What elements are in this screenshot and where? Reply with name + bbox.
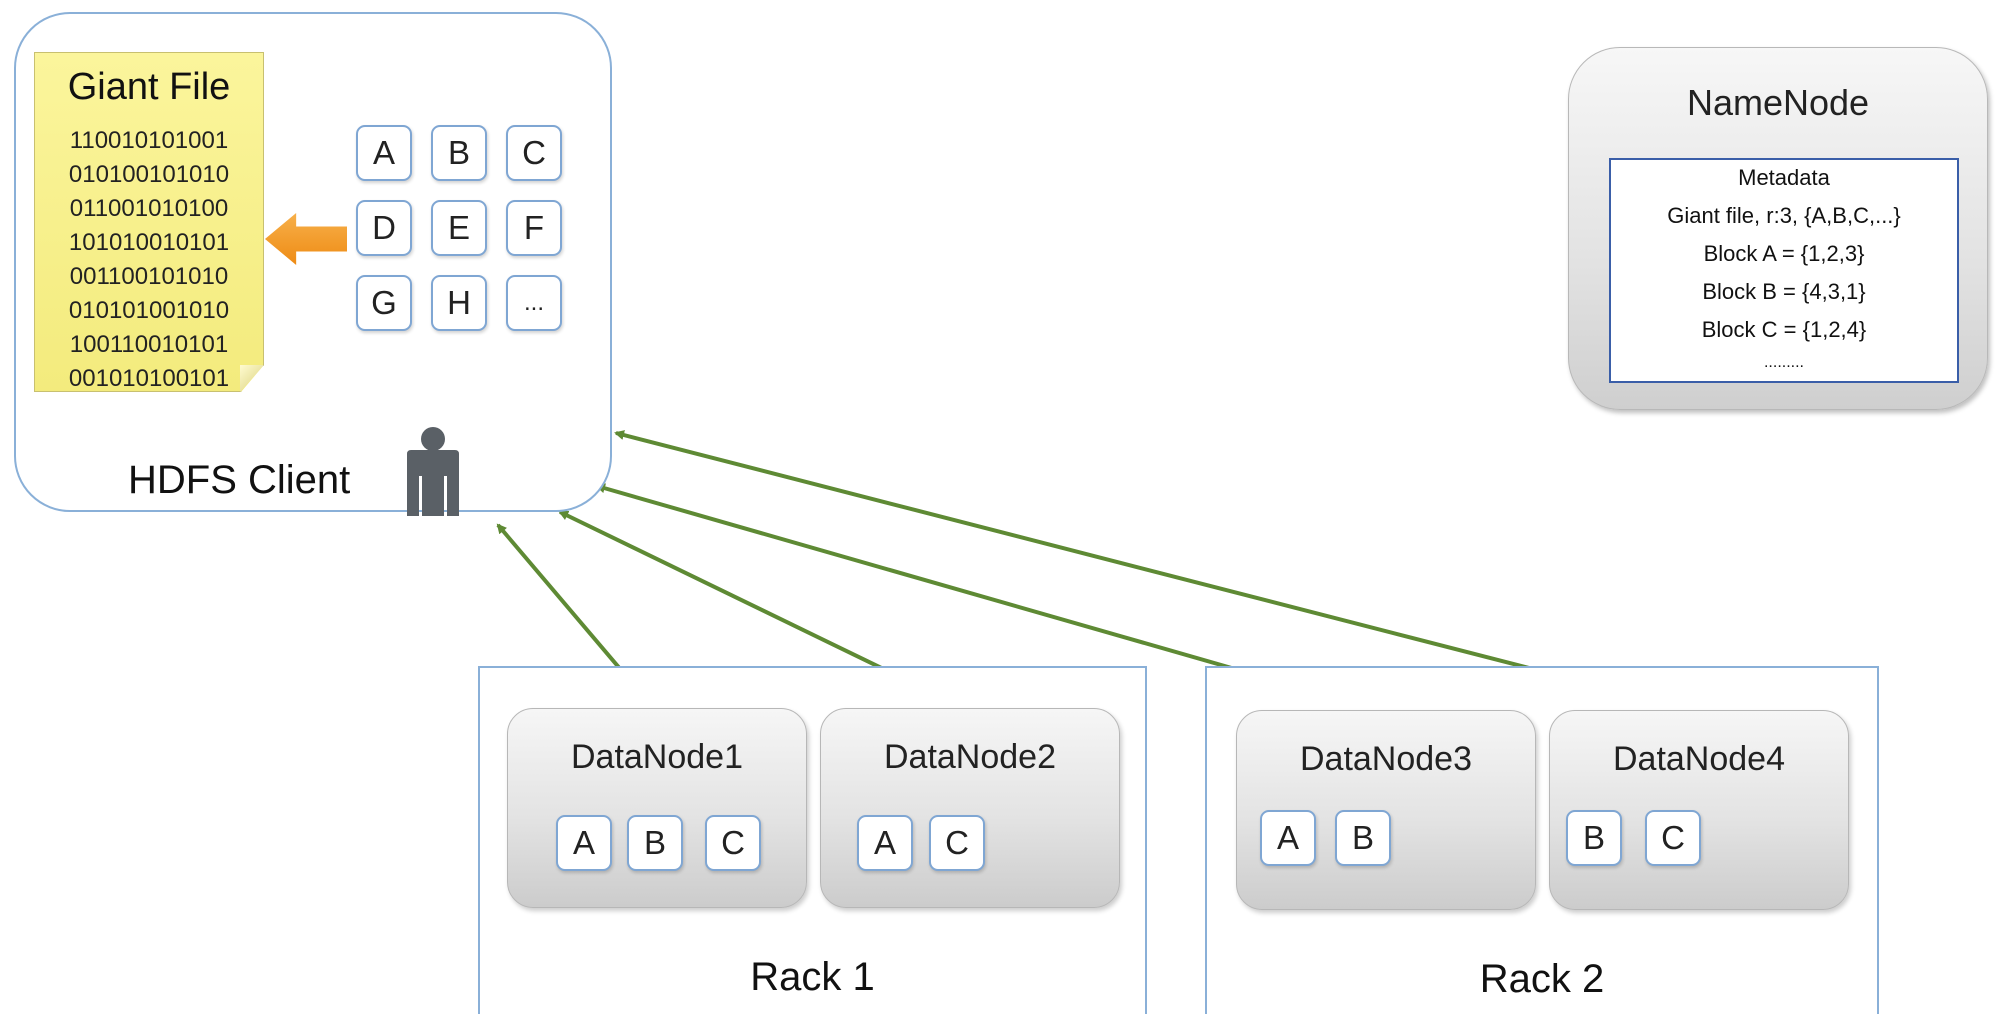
client-block: H (431, 275, 487, 331)
namenode-title: NameNode (1686, 82, 1870, 123)
file-line: 010101001010 (68, 297, 230, 324)
metadata-line: Block C = {1,2,4} (1701, 317, 1867, 342)
datanode-block: A (556, 815, 612, 871)
datanode-block: C (929, 815, 985, 871)
giant-file-title: Giant File (67, 66, 231, 108)
client-block: F (506, 200, 562, 256)
rack-1-label: Rack 1 (750, 955, 875, 999)
giant-file-note (34, 52, 264, 392)
datanode-block: A (1260, 810, 1316, 866)
metadata-heading: Metadata (1738, 165, 1830, 190)
datanode-2-title: DataNode2 (883, 738, 1056, 776)
metadata-line: ......... (1763, 354, 1804, 371)
rack-2-label: Rack 2 (1479, 957, 1605, 1001)
hdfs-client-label: HDFS Client (128, 458, 351, 502)
datanode-block: C (1645, 810, 1701, 866)
datanode-block: B (627, 815, 683, 871)
file-line: 100110010101 (69, 331, 229, 358)
datanode-1-box (507, 708, 807, 908)
file-line: 001010100101 (68, 365, 230, 392)
link-datanode4 (614, 430, 1701, 714)
giant-file-content: 110010101001 010100101010 011001010100 1… (34, 124, 264, 396)
metadata-line: Block B = {4,3,1} (1702, 279, 1866, 304)
metadata-line: Giant file, r:3, {A,B,C,...} (1667, 203, 1901, 228)
datanode-block: B (1335, 810, 1391, 866)
client-block: A (356, 125, 412, 181)
datanode-block: A (857, 815, 913, 871)
client-block: ... (506, 275, 562, 331)
file-line: 001100101010 (69, 263, 229, 290)
datanode-2-box (820, 708, 1120, 908)
metadata-box (1609, 158, 1959, 383)
metadata-line: Block A = {1,2,3} (1703, 241, 1865, 266)
file-line: 010100101010 (68, 161, 230, 188)
client-block: E (431, 200, 487, 256)
datanode-1-title: DataNode1 (570, 738, 743, 776)
datanode-4-title: DataNode4 (1612, 740, 1785, 778)
client-block: C (506, 125, 562, 181)
client-block: B (431, 125, 487, 181)
client-block: G (356, 275, 412, 331)
datanode-3-title: DataNode3 (1299, 740, 1472, 778)
file-line: 110010101001 (69, 127, 229, 154)
client-block: D (356, 200, 412, 256)
person-icon (407, 427, 459, 516)
file-line: 011001010100 (69, 195, 229, 222)
file-line: 101010010101 (68, 229, 230, 256)
datanode-block: B (1566, 810, 1622, 866)
datanode-block: C (705, 815, 761, 871)
